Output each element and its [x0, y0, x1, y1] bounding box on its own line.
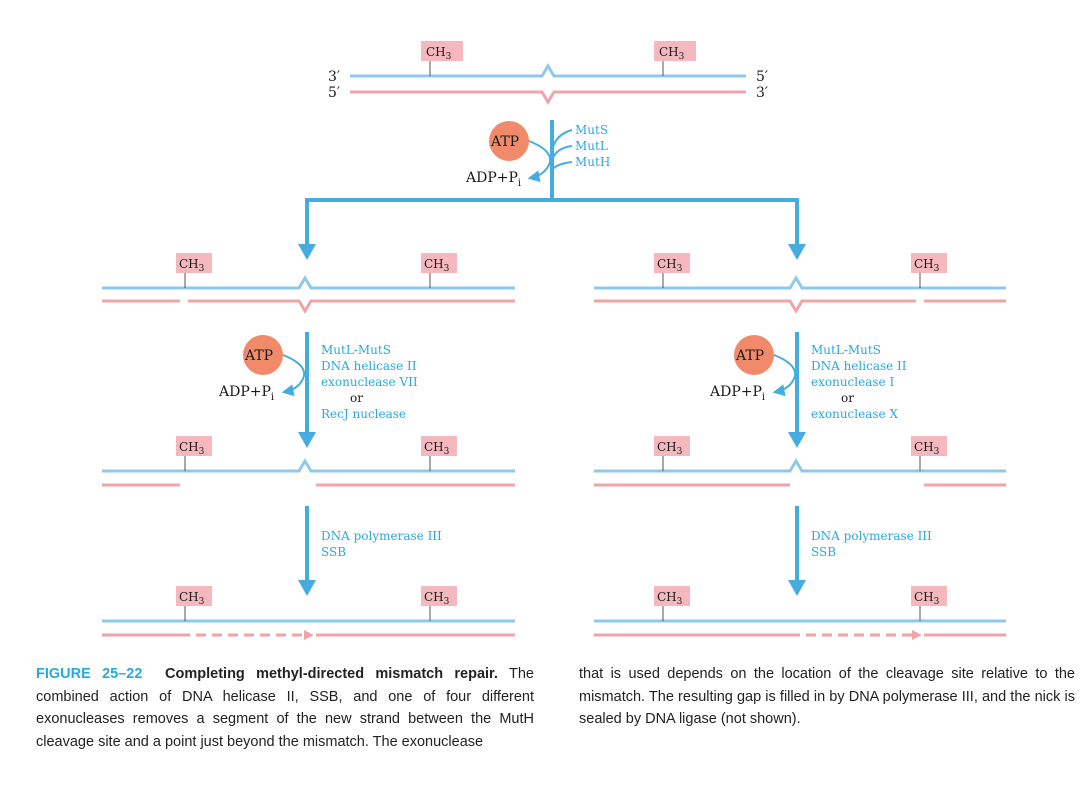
left-branch: CH3 CH3 ATP ADP+Pi MutL-MutS DNA helicas… — [102, 253, 515, 640]
svg-text:CH3: CH3 — [424, 440, 450, 457]
atp-ball — [489, 121, 529, 161]
enzyme-label: DNA polymerase III — [321, 529, 442, 543]
enzyme-label: MutL-MutS — [811, 343, 881, 357]
strand-end-label: 3′ — [756, 85, 768, 101]
enzyme-label: exonuclease X — [811, 407, 898, 421]
strand-end-label: 3′ — [328, 69, 340, 85]
enzyme-label: DNA helicase II — [321, 359, 417, 373]
methyl-tag: CH3 — [421, 41, 463, 76]
svg-text:CH3: CH3 — [179, 440, 205, 457]
template-strand — [350, 63, 746, 78]
enzyme-muth: MutH — [575, 155, 610, 169]
adp-label: ADP+Pi — [709, 384, 765, 403]
svg-text:CH3: CH3 — [179, 590, 205, 607]
top-duplex: CH3 CH3 3′ 5′ 5′ 3′ — [328, 41, 768, 105]
mutsLH-step: MutS MutL MutH ATP ADP+Pi — [298, 120, 806, 260]
enzyme-label: exonuclease VII — [321, 375, 418, 389]
enzyme-label: DNA polymerase III — [811, 529, 932, 543]
svg-text:CH3: CH3 — [657, 257, 683, 274]
methyl-tag: CH3 — [654, 41, 696, 76]
figure-caption-left: FIGURE 25–22 Completing methyl-directed … — [36, 663, 534, 753]
enzyme-label: exonuclease I — [811, 375, 894, 389]
left-duplex-repaired: CH3 CH3 — [102, 586, 515, 640]
svg-text:ATP: ATP — [490, 134, 519, 150]
new-strand — [350, 90, 746, 105]
enzyme-mutl: MutL — [575, 139, 608, 153]
svg-text:CH3: CH3 — [179, 257, 205, 274]
strand-end-label: 5′ — [328, 85, 340, 101]
or-label: or — [841, 391, 854, 405]
right-branch: CH3 CH3 ATP ADP+Pi MutL-MutS DNA helicas… — [594, 253, 1006, 640]
atp-ball — [734, 335, 774, 375]
strand-end-label: 5′ — [756, 69, 768, 85]
svg-text:CH3: CH3 — [914, 440, 940, 457]
svg-text:CH3: CH3 — [424, 257, 450, 274]
caption-text: that is used depends on the location of … — [579, 666, 1075, 727]
figure-caption-right: that is used depends on the location of … — [579, 663, 1075, 731]
svg-text:CH3: CH3 — [657, 440, 683, 457]
svg-text:ATP: ATP — [244, 348, 273, 364]
enzyme-label: DNA helicase II — [811, 359, 907, 373]
left-duplex-gapped: CH3 CH3 — [102, 436, 515, 487]
svg-text:CH3: CH3 — [426, 45, 452, 62]
adp-label: ADP+Pi — [218, 384, 274, 403]
svg-text:CH3: CH3 — [424, 590, 450, 607]
right-duplex-repaired: CH3 CH3 — [594, 586, 1006, 640]
figure-title: Completing methyl-directed mismatch repa… — [165, 666, 498, 682]
mismatch-repair-diagram: CH3 CH3 3′ 5′ 5′ 3′ MutS MutL MutH ATP A… — [102, 41, 1006, 640]
figure-label: FIGURE 25–22 — [36, 666, 143, 682]
svg-text:CH3: CH3 — [914, 590, 940, 607]
right-duplex-nicked: CH3 CH3 — [594, 253, 1006, 314]
enzyme-muts: MutS — [575, 123, 608, 137]
enzyme-label: RecJ nuclease — [321, 407, 406, 421]
or-label: or — [350, 391, 363, 405]
svg-text:ATP: ATP — [735, 348, 764, 364]
right-duplex-gapped: CH3 CH3 — [594, 436, 1006, 487]
svg-text:CH3: CH3 — [659, 45, 685, 62]
enzyme-label: SSB — [321, 545, 346, 559]
svg-text:CH3: CH3 — [914, 257, 940, 274]
svg-text:CH3: CH3 — [657, 590, 683, 607]
atp-ball — [243, 335, 283, 375]
adp-label: ADP+Pi — [465, 170, 521, 189]
enzyme-label: SSB — [811, 545, 836, 559]
left-duplex-nicked: CH3 CH3 — [102, 253, 515, 314]
caption-text: The combined action of DNA helicase II, … — [36, 666, 534, 750]
enzyme-label: MutL-MutS — [321, 343, 391, 357]
